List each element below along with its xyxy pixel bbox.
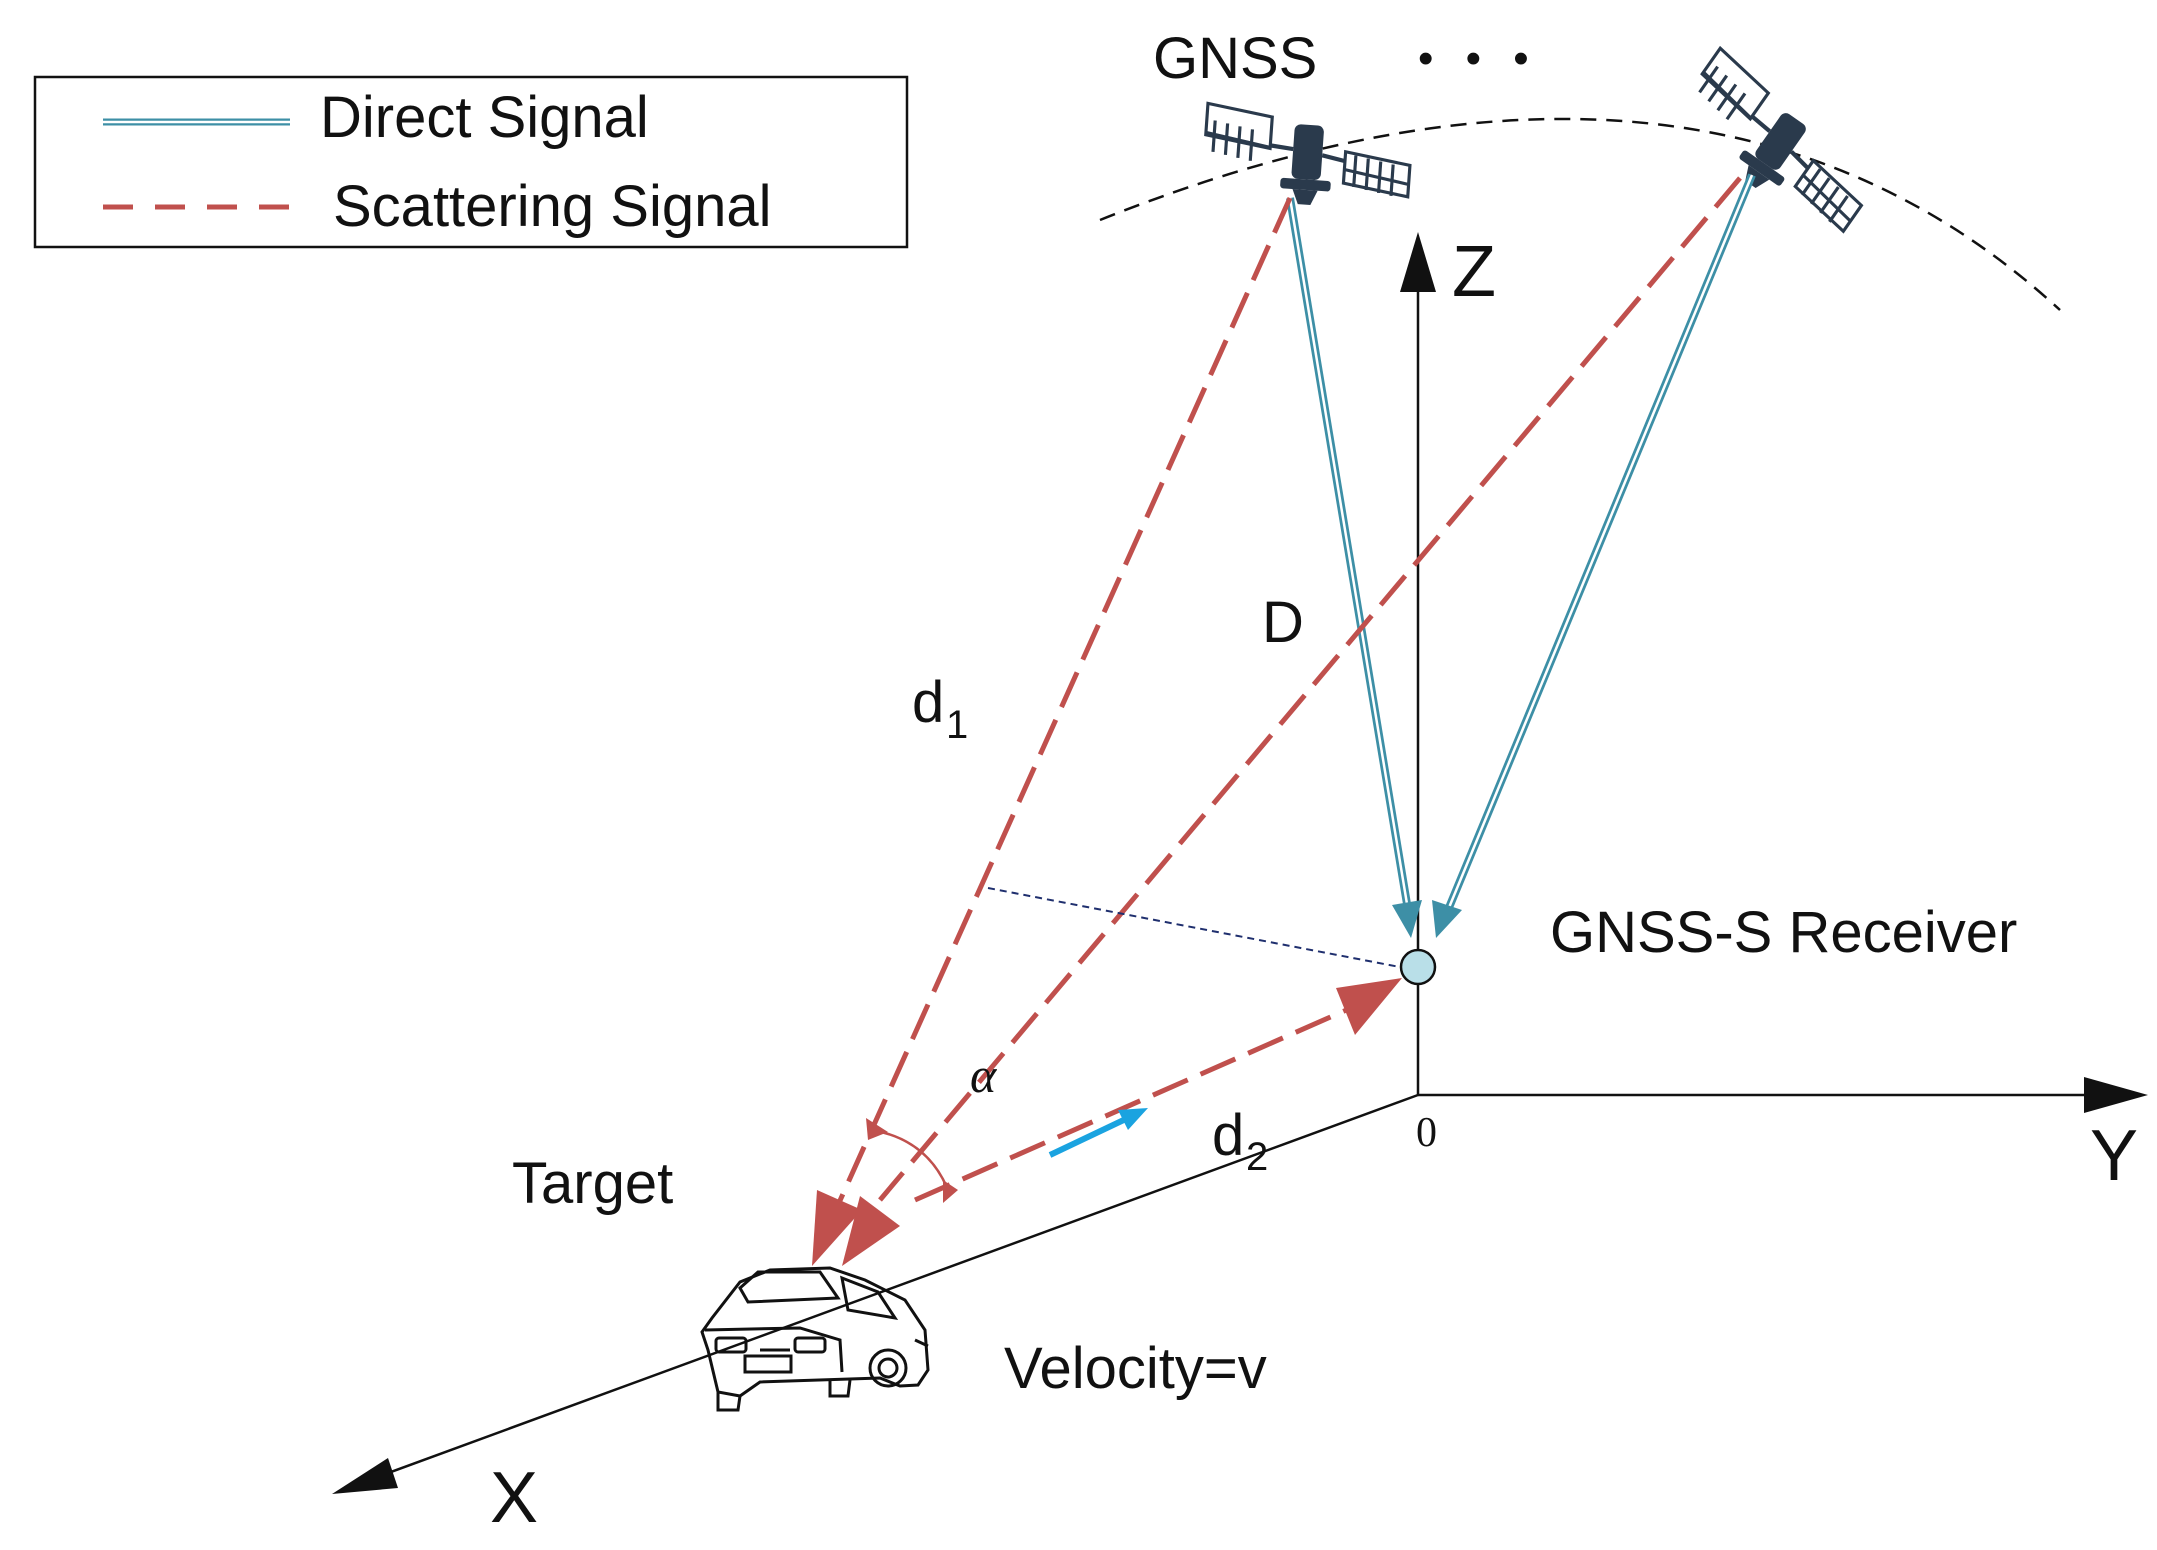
- scatter-arrowhead-second: [842, 1196, 900, 1266]
- velocity-label: Velocity=v: [1004, 1336, 1267, 1401]
- y-axis-label: Y: [2090, 1116, 2138, 1196]
- ellipsis-dots: • • •: [1418, 34, 1539, 83]
- scatter-line-d1: [835, 196, 1293, 1207]
- svg-text:d: d: [1212, 1103, 1244, 1168]
- d1-label: d 1: [912, 670, 968, 747]
- car-icon: [700, 1266, 930, 1412]
- legend-scatter-label: Scattering Signal: [333, 174, 771, 239]
- axes: Z Y X 0: [332, 232, 2148, 1538]
- svg-text:d: d: [912, 670, 944, 735]
- orbit-arc: [1099, 117, 2061, 311]
- scatter-arrowhead-d1: [812, 1190, 862, 1266]
- satellite-icon: [1666, 48, 1889, 243]
- scattering-signals: [812, 176, 1742, 1266]
- y-axis-arrowhead: [2084, 1077, 2148, 1113]
- target-label: Target: [512, 1151, 673, 1216]
- origin-label: 0: [1416, 1110, 1437, 1156]
- legend: Direct Signal Scattering Signal: [33, 75, 909, 249]
- receiver-label: GNSS-S Receiver: [1550, 900, 2017, 965]
- gnss-label: GNSS: [1153, 26, 1317, 91]
- z-axis-arrowhead: [1400, 232, 1436, 292]
- d2-label: d 2: [1212, 1103, 1268, 1179]
- projection-line: [987, 887, 1406, 969]
- x-axis-arrowhead: [332, 1458, 398, 1494]
- x-axis-label: X: [490, 1458, 538, 1538]
- legend-box: [33, 75, 909, 249]
- scatter-line-d2: [913, 1001, 1362, 1203]
- satellite-icon: [1201, 103, 1413, 211]
- velocity-arrow: [1048, 1114, 1132, 1158]
- scatter-arrowhead-receiver: [1336, 978, 1402, 1035]
- direct-signals: [1286, 173, 1756, 938]
- alpha-angle-arc: [871, 1128, 952, 1196]
- scatter-line-second: [878, 176, 1742, 1202]
- receiver-node-icon: [1399, 948, 1437, 986]
- alpha-label: α: [970, 1047, 998, 1103]
- svg-text:1: 1: [946, 703, 968, 747]
- direct-signal-arrowhead: [1432, 900, 1462, 938]
- distance-D-label: D: [1262, 590, 1304, 655]
- svg-text:2: 2: [1246, 1135, 1268, 1179]
- z-axis-label: Z: [1452, 232, 1496, 312]
- legend-direct-label: Direct Signal: [320, 85, 649, 150]
- direct-signal-arrowhead: [1392, 900, 1422, 938]
- velocity-arrowhead: [1118, 1108, 1148, 1130]
- x-axis: [379, 1093, 1419, 1478]
